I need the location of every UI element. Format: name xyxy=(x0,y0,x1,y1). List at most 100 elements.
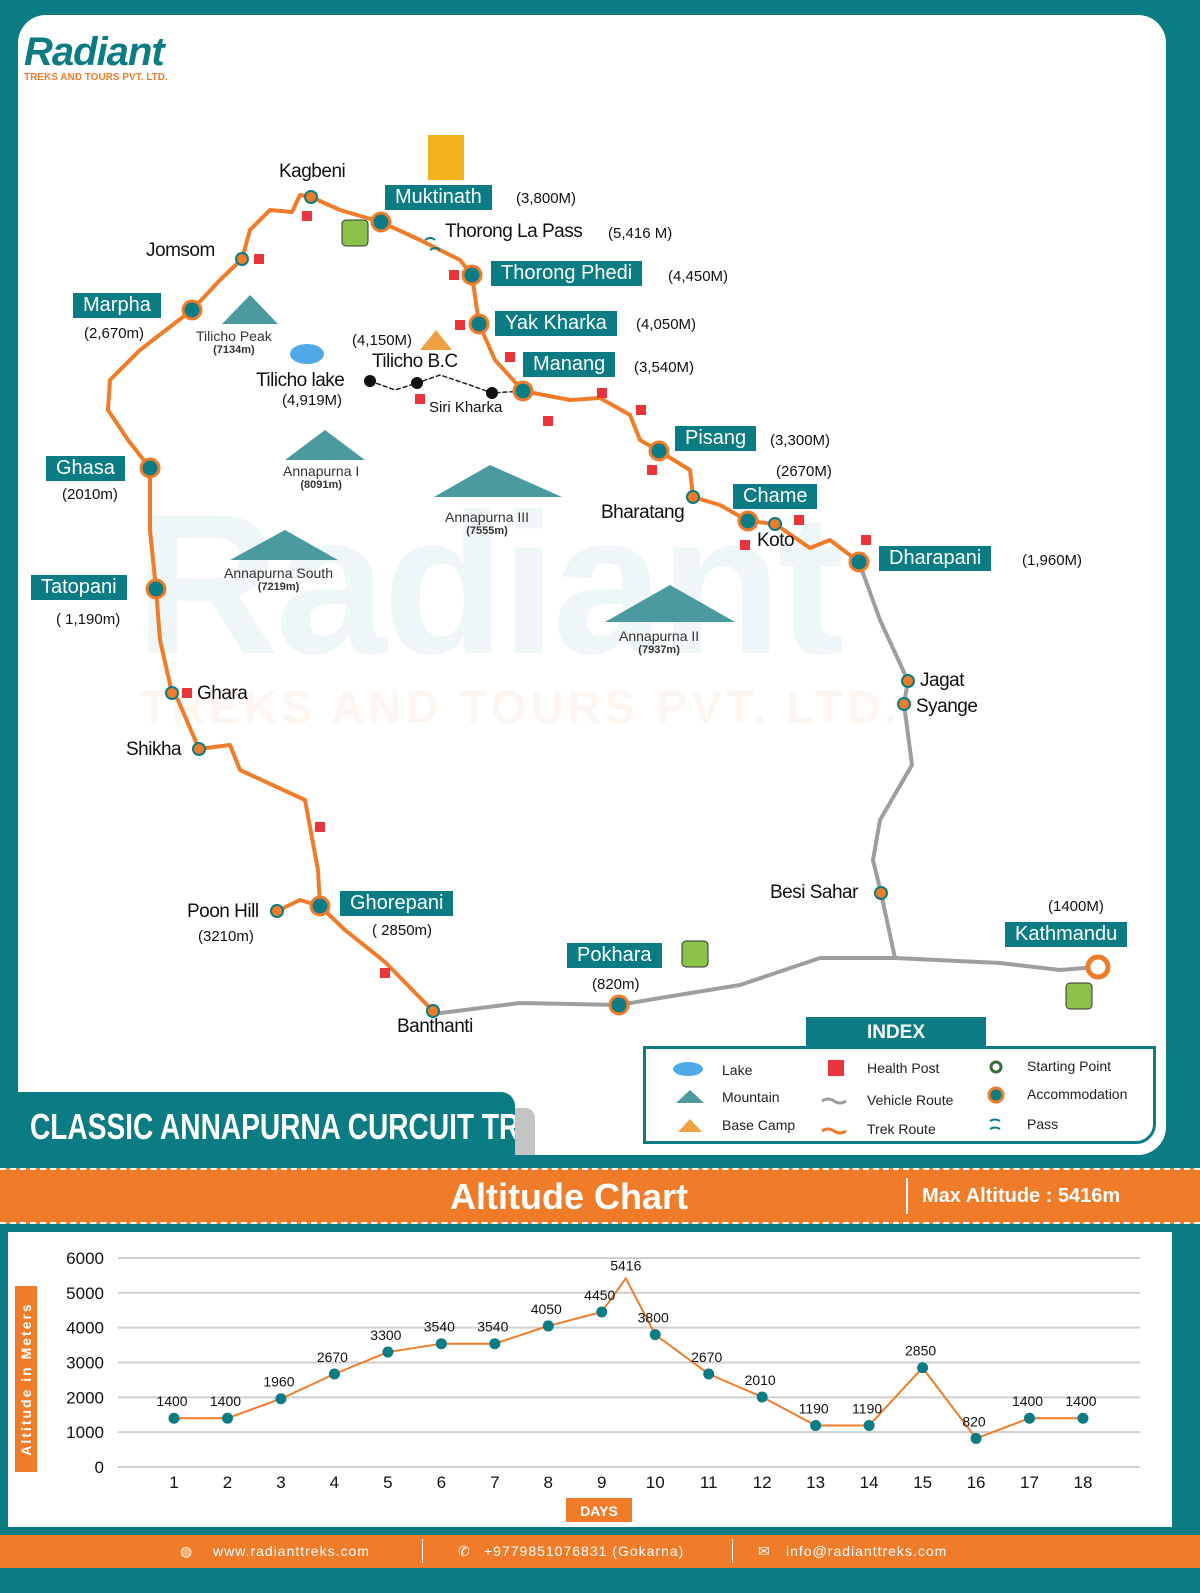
alt-ghasa: (2010m) xyxy=(62,486,118,503)
alt-poon-hill: (3210m) xyxy=(198,928,254,945)
globe-icon: ◍ xyxy=(180,1543,194,1559)
data-label: 1190 xyxy=(852,1401,882,1417)
lake-icon xyxy=(290,344,324,364)
x-tick-label: 1 xyxy=(169,1473,178,1492)
x-tick-label: 4 xyxy=(330,1473,339,1492)
place-syange: Syange xyxy=(916,696,978,717)
pass-icon xyxy=(989,1118,1001,1130)
data-label: 2670 xyxy=(317,1349,348,1365)
trek-title-band: CLASSIC ANNAPURNA CURCUIT TREK xyxy=(18,1092,558,1158)
place-bharatang: Bharatang xyxy=(601,502,685,523)
mountain-annapurna-south: Annapurna South(7219m) xyxy=(224,565,333,593)
mountain-annapurna-iii: Annapurna III(7555m) xyxy=(445,509,530,537)
data-label: 1190 xyxy=(799,1401,829,1417)
place-tilicho-lake: Tilicho lake xyxy=(256,370,345,391)
health-post-icons xyxy=(182,211,871,978)
trek-route-icon xyxy=(821,1127,847,1135)
divider xyxy=(732,1539,733,1563)
mountain-annapurna-i: Annapurna I(8091m) xyxy=(283,463,360,491)
alt-chame: (2670M) xyxy=(776,463,832,480)
website-link[interactable]: www.radianttreks.com xyxy=(213,1543,370,1559)
x-tick-label: 10 xyxy=(646,1473,665,1492)
data-point xyxy=(970,1432,982,1444)
phone-link[interactable]: +9779851076831 (Gokarna) xyxy=(484,1543,685,1559)
mountain-tilicho-peak: Tilicho Peak(7134m) xyxy=(196,328,272,356)
trek-title: CLASSIC ANNAPURNA CURCUIT TREK xyxy=(30,1106,559,1147)
peak-label: 5416 xyxy=(610,1257,641,1273)
data-label: 820 xyxy=(962,1413,986,1429)
data-label: 2670 xyxy=(691,1349,722,1365)
data-label: 1400 xyxy=(156,1393,187,1409)
watermark-subtitle: TREKS AND TOURS PVT. LTD. xyxy=(140,681,902,733)
data-point xyxy=(382,1346,394,1358)
data-label: 1400 xyxy=(1065,1393,1096,1409)
alt-manang: (3,540M) xyxy=(634,359,695,376)
bus-icon xyxy=(1065,982,1093,1010)
altitude-line xyxy=(174,1276,1083,1440)
data-label: 4450 xyxy=(584,1287,615,1303)
alt-dharapani: (1,960M) xyxy=(1022,552,1083,569)
place-marpha: Marpha xyxy=(73,293,161,318)
place-siri-kharka: Siri Kharka xyxy=(429,399,503,416)
vehicle-route xyxy=(431,956,897,1016)
y-tick-label: 3000 xyxy=(66,1354,104,1373)
y-tick-label: 5000 xyxy=(66,1284,104,1303)
x-tick-label: 12 xyxy=(753,1473,772,1492)
title-tab-decoration xyxy=(515,1108,535,1155)
legend-accommodation: Accommodation xyxy=(1027,1086,1128,1102)
data-label: 3300 xyxy=(370,1327,401,1343)
route-map xyxy=(106,135,1111,1018)
data-label: 1400 xyxy=(1012,1393,1043,1409)
data-label: 3540 xyxy=(424,1319,455,1335)
place-manang: Manang xyxy=(523,352,616,377)
legend-trek-route: Trek Route xyxy=(867,1121,936,1137)
x-tick-label: 8 xyxy=(544,1473,553,1492)
email-link[interactable]: info@radianttreks.com xyxy=(786,1543,948,1559)
legend-vehicle-route: Vehicle Route xyxy=(867,1092,954,1108)
altitude-chart-title: Altitude Chart xyxy=(450,1176,688,1217)
mountain-icon xyxy=(676,1090,704,1103)
legend-mountain: Mountain xyxy=(722,1089,780,1105)
data-point xyxy=(1077,1412,1089,1424)
x-tick-label: 3 xyxy=(276,1473,285,1492)
legend-box xyxy=(643,1046,1156,1144)
y-axis-label-bg xyxy=(15,1286,37,1472)
place-besi-sahar: Besi Sahar xyxy=(770,882,858,903)
alt-ghorepani: ( 2850m) xyxy=(372,922,433,939)
alt-tatopani: ( 1,190m) xyxy=(56,611,121,628)
monastery-icon xyxy=(428,135,464,180)
tilicho-path xyxy=(369,374,524,394)
data-point xyxy=(1024,1412,1036,1424)
y-tick-label: 1000 xyxy=(66,1423,104,1442)
alt-marpha: (2,670m) xyxy=(84,325,145,342)
x-axis-label: DAYS xyxy=(580,1503,618,1519)
divider xyxy=(422,1539,423,1563)
pass-icon xyxy=(424,237,441,251)
base-camp-icon xyxy=(678,1119,702,1132)
place-tilicho-bc: Tilicho B.C xyxy=(372,351,458,372)
vehicle-route-icon xyxy=(821,1097,847,1105)
place-muktinath: Muktinath xyxy=(385,185,492,210)
data-label: 2010 xyxy=(745,1372,776,1388)
data-point xyxy=(596,1306,608,1318)
x-tick-label: 17 xyxy=(1020,1473,1039,1492)
y-tick-label: 4000 xyxy=(66,1319,104,1338)
alt-thorong-la-pass: (5,416 M) xyxy=(608,225,673,242)
place-shikha: Shikha xyxy=(126,739,182,760)
alt-thorong-phedi: (4,450M) xyxy=(668,268,729,285)
footer: ◍ www.radianttreks.com ✆ +9779851076831 … xyxy=(0,1535,1200,1568)
alt-kathmandu: (1400M) xyxy=(1048,898,1104,915)
data-label: 1400 xyxy=(210,1393,241,1409)
x-tick-label: 6 xyxy=(437,1473,446,1492)
y-tick-label: 0 xyxy=(95,1458,104,1477)
place-pisang: Pisang xyxy=(675,426,757,451)
stop-markers xyxy=(165,190,915,1018)
data-point xyxy=(435,1338,447,1350)
base-camp-icon xyxy=(420,330,452,350)
x-tick-label: 14 xyxy=(860,1473,879,1492)
x-tick-label: 2 xyxy=(223,1473,232,1492)
x-axis-label-bg xyxy=(566,1498,632,1522)
place-ghorepani: Ghorepani xyxy=(340,891,454,916)
data-point xyxy=(489,1338,501,1350)
max-altitude: Max Altitude : 5416m xyxy=(906,1178,1120,1214)
